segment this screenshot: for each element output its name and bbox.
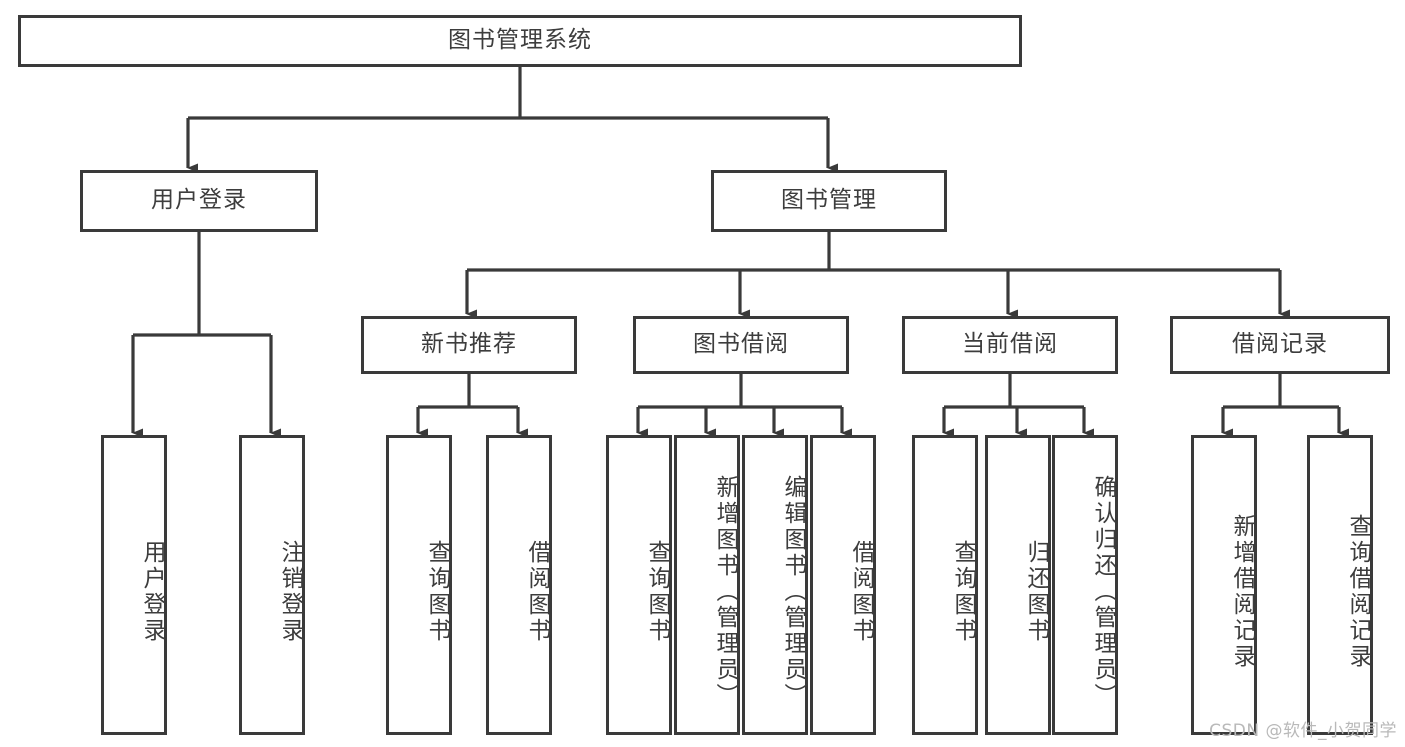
node-label: 借阅记录	[1232, 331, 1328, 358]
node-label: 查询借阅记录	[1345, 514, 1371, 670]
node-level3-1[interactable]: 新书推荐	[361, 316, 577, 374]
node-leaf-8[interactable]: 借阅图书	[810, 435, 876, 735]
node-label: 查询图书	[424, 540, 450, 644]
node-leaf-6[interactable]: 新增图书（管理员）	[674, 435, 740, 735]
node-level3-3[interactable]: 当前借阅	[902, 316, 1118, 374]
node-label: 当前借阅	[962, 331, 1058, 358]
node-level2-1[interactable]: 用户登录	[80, 170, 318, 232]
node-leaf-10[interactable]: 归还图书	[985, 435, 1051, 735]
node-leaf-13[interactable]: 查询借阅记录	[1307, 435, 1373, 735]
node-leaf-3[interactable]: 查询图书	[386, 435, 452, 735]
node-label: 编辑图书（管理员）	[780, 475, 806, 709]
node-level2-2[interactable]: 图书管理	[711, 170, 947, 232]
node-leaf-7[interactable]: 编辑图书（管理员）	[742, 435, 808, 735]
node-leaf-11[interactable]: 确认归还（管理员）	[1052, 435, 1118, 735]
node-label: 图书借阅	[693, 331, 789, 358]
node-label: 新增图书（管理员）	[712, 475, 738, 709]
node-label: 注销登录	[277, 540, 303, 644]
node-label: 借阅图书	[848, 540, 874, 644]
watermark: CSDN @软件_小贺同学	[1209, 721, 1397, 741]
node-label: 借阅图书	[524, 540, 550, 644]
node-leaf-1[interactable]: 用户登录	[101, 435, 167, 735]
node-label: 用户登录	[151, 187, 247, 214]
node-label: 图书管理系统	[448, 27, 592, 54]
node-label: 查询图书	[644, 540, 670, 644]
node-leaf-5[interactable]: 查询图书	[606, 435, 672, 735]
node-label: 查询图书	[950, 540, 976, 644]
node-label: 归还图书	[1023, 540, 1049, 644]
node-leaf-4[interactable]: 借阅图书	[486, 435, 552, 735]
node-level3-2[interactable]: 图书借阅	[633, 316, 849, 374]
node-label: 用户登录	[139, 540, 165, 644]
node-label: 新增借阅记录	[1229, 514, 1255, 670]
node-root[interactable]: 图书管理系统	[18, 15, 1022, 67]
node-label: 图书管理	[781, 187, 877, 214]
node-leaf-2[interactable]: 注销登录	[239, 435, 305, 735]
node-label: 确认归还（管理员）	[1090, 475, 1116, 709]
node-leaf-9[interactable]: 查询图书	[912, 435, 978, 735]
node-leaf-12[interactable]: 新增借阅记录	[1191, 435, 1257, 735]
node-level3-4[interactable]: 借阅记录	[1170, 316, 1390, 374]
node-label: 新书推荐	[421, 331, 517, 358]
